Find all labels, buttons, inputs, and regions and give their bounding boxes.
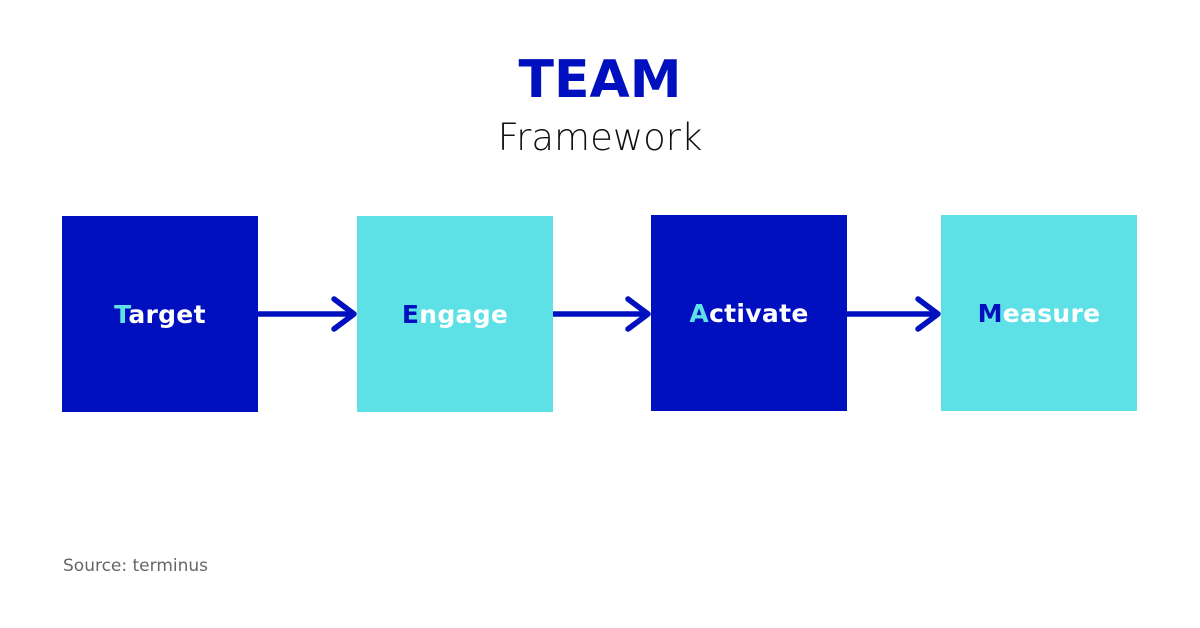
step-label-measure: Measure xyxy=(978,299,1101,328)
diagram-title: TEAM xyxy=(518,50,682,110)
source-note: Source: terminus xyxy=(63,556,209,576)
step-initial: A xyxy=(689,298,710,328)
arrow-icon xyxy=(258,296,357,332)
step-initial: M xyxy=(977,298,1003,328)
step-label-target: Target xyxy=(114,300,206,329)
step-label-engage: Engage xyxy=(402,300,508,329)
arrow-head xyxy=(331,296,357,332)
arrow-icon xyxy=(847,296,941,332)
step-label-activate: Activate xyxy=(689,299,808,328)
diagram-subtitle: Framework xyxy=(497,116,703,159)
step-rest: ngage xyxy=(419,299,509,329)
step-box-target: Target xyxy=(62,216,258,412)
step-rest: ctivate xyxy=(709,298,809,328)
step-box-activate: Activate xyxy=(651,215,847,411)
step-rest: arget xyxy=(128,299,206,329)
arrow-head xyxy=(625,296,651,332)
step-rest: easure xyxy=(1002,298,1101,328)
step-box-measure: Measure xyxy=(941,215,1137,411)
step-initial: E xyxy=(401,299,420,329)
step-initial: T xyxy=(114,299,129,329)
arrow-head xyxy=(915,296,941,332)
step-box-engage: Engage xyxy=(357,216,553,412)
arrow-icon xyxy=(553,296,651,332)
